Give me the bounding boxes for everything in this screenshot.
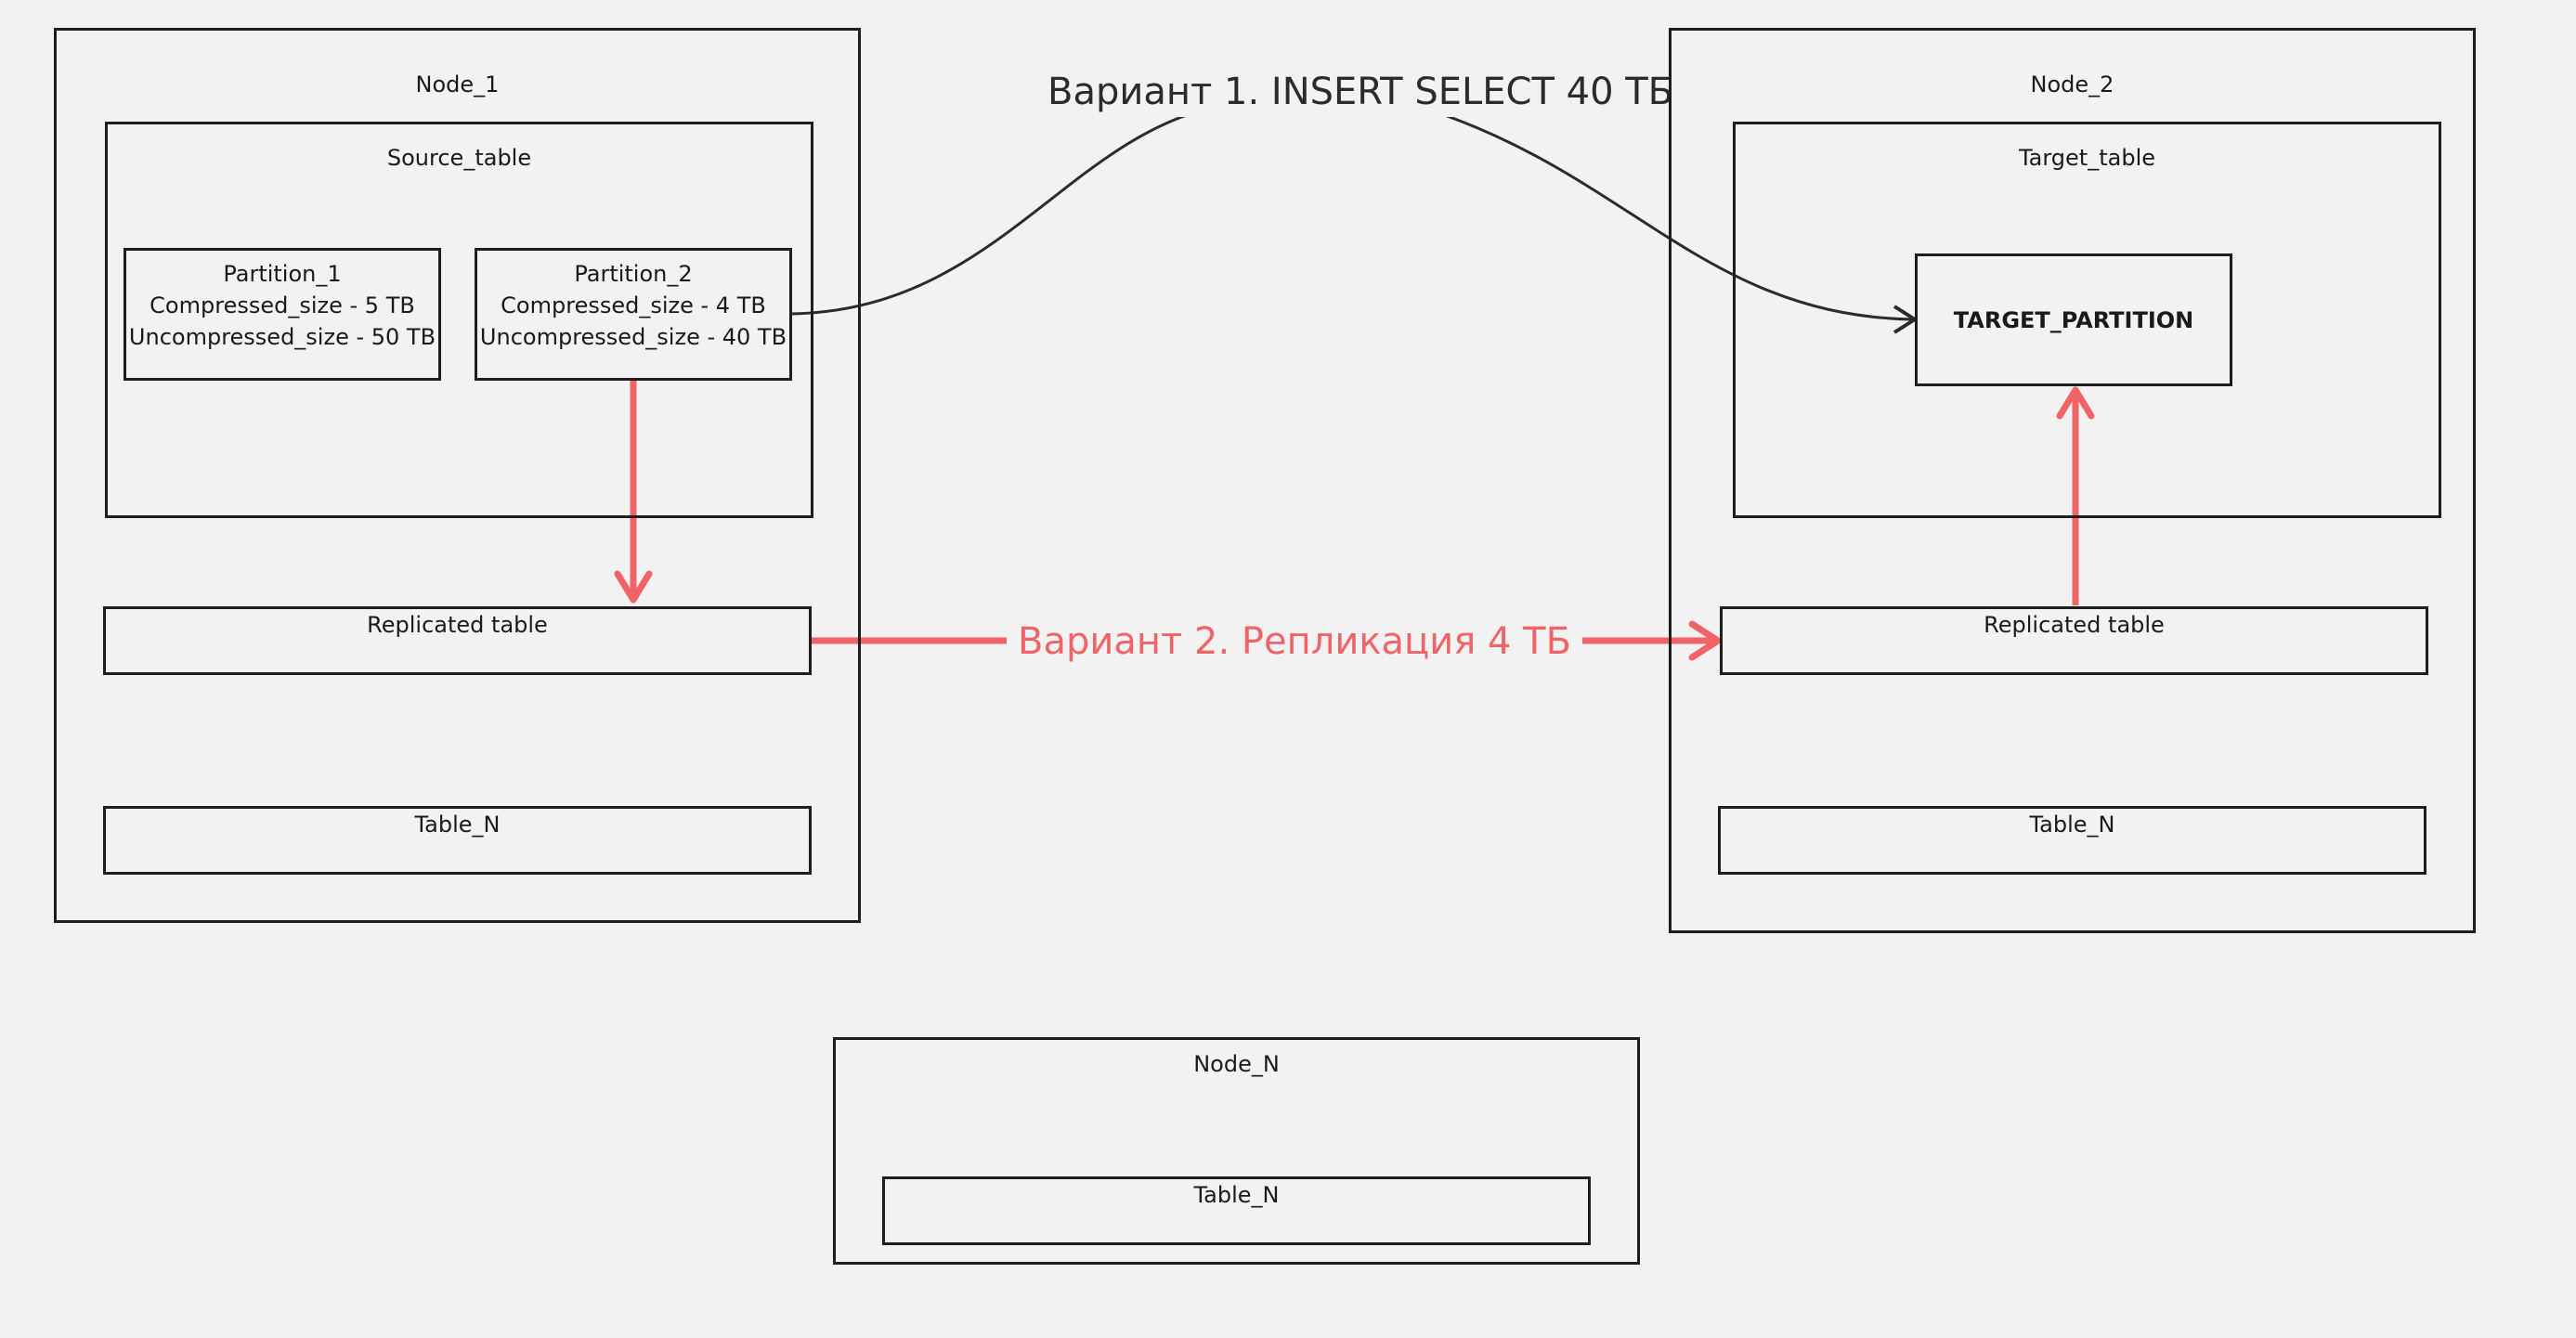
node-2-table-n-label: Table_N: [2029, 812, 2115, 838]
node-1-title: Node_1: [415, 71, 500, 97]
edge-label-variant1: Вариант 1. INSERT SELECT 40 ТБ: [1036, 67, 1685, 117]
target-partition-label: TARGET_PARTITION: [1953, 307, 2194, 333]
target-table: [1733, 122, 2441, 518]
node-1-table-n-label: Table_N: [414, 812, 501, 838]
edge-label-variant2: Вариант 2. Репликация 4 ТБ: [1007, 617, 1583, 667]
source-table: [105, 122, 813, 518]
source-table-title: Source_table: [386, 145, 532, 171]
partition-1-name: Partition_1: [223, 261, 342, 287]
node-2-table-n: [1718, 806, 2426, 875]
partition-1: Partition_1 Compressed_size - 5 TB Uncom…: [124, 248, 441, 381]
partition-2: Partition_2 Compressed_size - 4 TB Uncom…: [475, 248, 792, 381]
partition-2-name: Partition_2: [574, 261, 693, 287]
node-2-replicated-table: [1720, 606, 2428, 675]
node-n: [833, 1037, 1640, 1265]
node-2-title: Node_2: [2030, 71, 2114, 97]
partition-1-uncompressed: Uncompressed_size - 50 TB: [128, 324, 436, 350]
partition-1-compressed: Compressed_size - 5 TB: [150, 292, 415, 318]
node-2-replicated-table-label: Replicated table: [1984, 612, 2165, 638]
partition-2-uncompressed: Uncompressed_size - 40 TB: [479, 324, 787, 350]
partition-2-compressed: Compressed_size - 4 TB: [501, 292, 766, 318]
target-partition: [1915, 253, 2232, 386]
node-1-table-n: [103, 806, 812, 875]
node-n-title: Node_N: [1193, 1051, 1280, 1077]
node-1-replicated-table-label: Replicated table: [367, 612, 548, 638]
node-1-replicated-table: [103, 606, 812, 675]
node-n-table-n-label: Table_N: [1193, 1182, 1280, 1208]
node-2: [1669, 28, 2476, 933]
target-table-title: Target_table: [2018, 145, 2156, 171]
node-1: [54, 28, 861, 923]
node-n-table-n: [882, 1176, 1591, 1245]
